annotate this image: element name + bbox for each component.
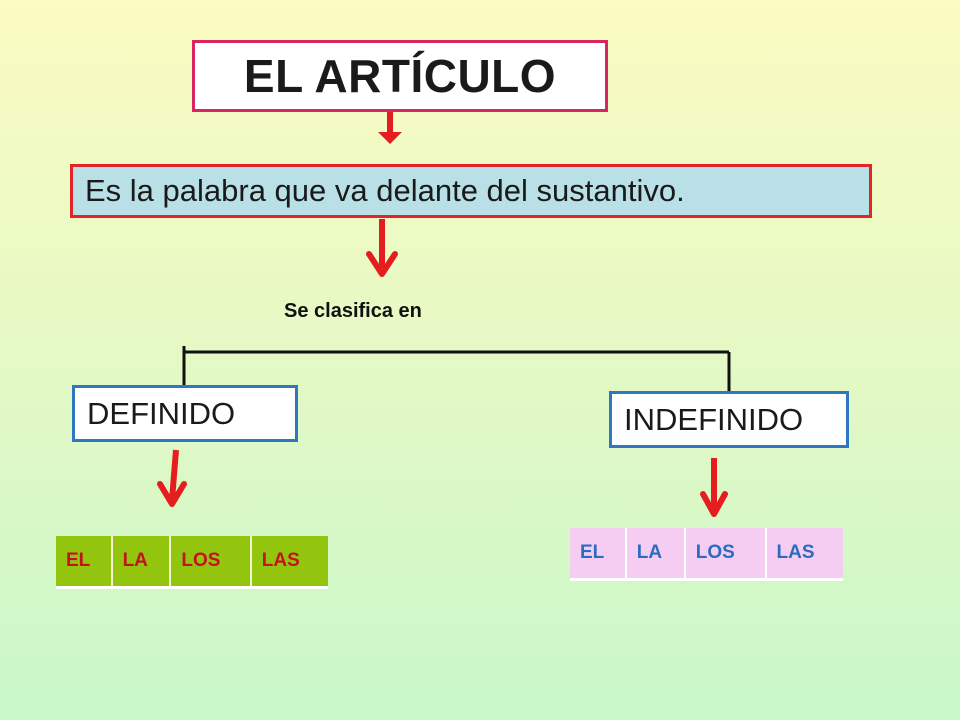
category-indefinido-box: INDEFINIDO <box>609 391 849 448</box>
category-definido-label: DEFINIDO <box>87 395 236 431</box>
article-cell: LOS <box>683 528 766 581</box>
table-row: EL LA LOS LAS <box>56 536 328 589</box>
article-cell: EL <box>56 536 112 589</box>
article-cell: LA <box>624 528 685 581</box>
table-row: EL LA LOS LAS <box>570 528 843 581</box>
category-definido-box: DEFINIDO <box>72 385 298 442</box>
article-cell: LOS <box>169 536 251 589</box>
definition-box: Es la palabra que va delante del sustant… <box>70 164 872 218</box>
definido-articles-table: EL LA LOS LAS <box>56 536 328 589</box>
title-box: EL ARTÍCULO <box>192 40 608 112</box>
article-cell: EL <box>570 528 626 581</box>
article-cell: LA <box>110 536 171 589</box>
title-arrow <box>378 112 402 144</box>
definition-text: Es la palabra que va delante del sustant… <box>85 173 685 208</box>
article-cell: LAS <box>249 536 328 589</box>
page-title: EL ARTÍCULO <box>243 50 557 102</box>
indefinido-arrow <box>700 458 728 517</box>
definition-arrow <box>366 219 398 277</box>
category-indefinido-label: INDEFINIDO <box>624 401 804 437</box>
definido-arrow <box>157 449 187 507</box>
branch-bracket <box>182 346 731 392</box>
article-cell: LAS <box>764 528 843 581</box>
classification-label: Se clasifica en <box>284 300 422 322</box>
indefinido-articles-table: EL LA LOS LAS <box>570 528 843 581</box>
